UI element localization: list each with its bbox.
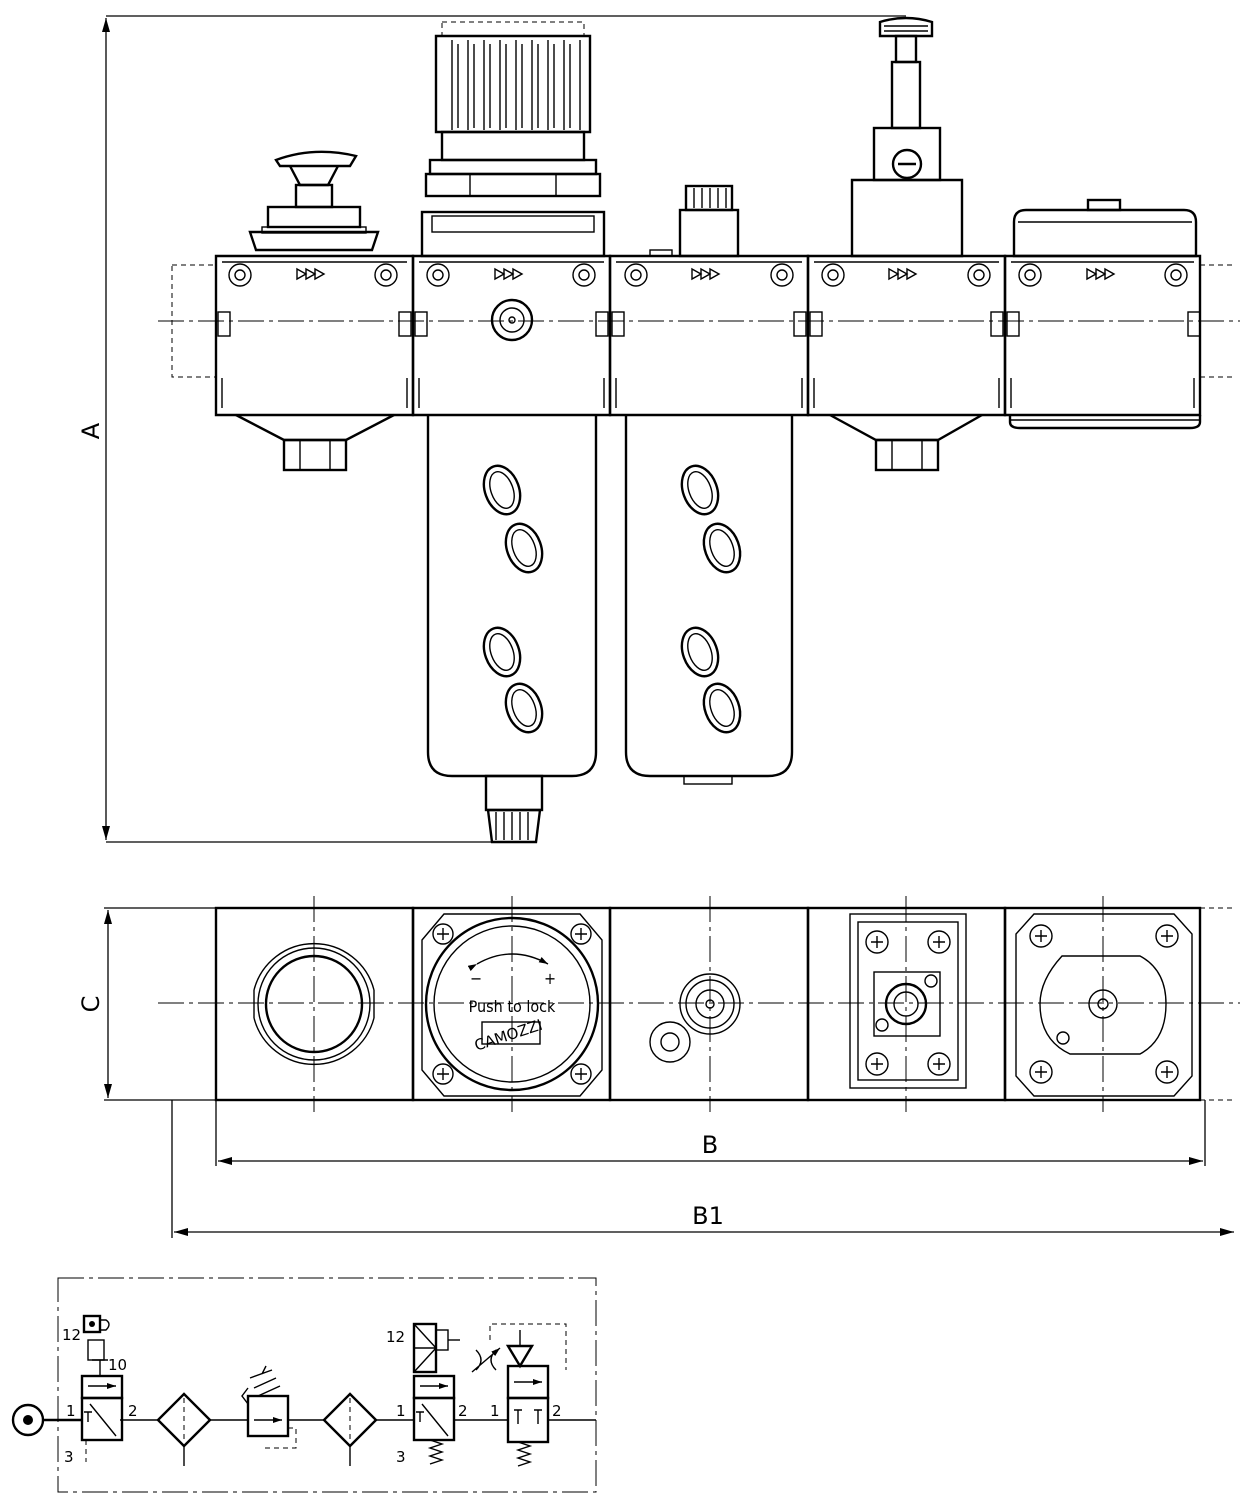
filter-symbol-2 — [322, 1392, 414, 1466]
regulator — [420, 21, 606, 342]
manual-valve-top — [253, 943, 375, 1065]
v3-port-1: 1 — [490, 1402, 500, 1420]
v2-port-3: 3 — [396, 1448, 406, 1466]
dimension-b1: B1 — [171, 1100, 1234, 1238]
v2-port-12: 12 — [386, 1328, 405, 1346]
solenoid-valve-top — [849, 913, 967, 1089]
filter-symbol-1 — [156, 1392, 248, 1466]
dimension-a: A — [77, 15, 906, 843]
v1-port-12: 12 — [62, 1326, 81, 1344]
pneumatic-schematic: 12 10 1 2 3 — [11, 1277, 597, 1493]
manual-valve-symbol: 12 10 1 2 3 — [62, 1314, 158, 1466]
flow-arrows — [296, 267, 1116, 281]
knob-plus: + — [544, 969, 556, 988]
screw-holes — [228, 263, 1188, 287]
knob-label: Push to lock — [469, 997, 556, 1016]
lubricator — [624, 184, 794, 785]
label-b1: B1 — [692, 1202, 724, 1230]
v3-port-2: 2 — [552, 1402, 562, 1420]
dimension-b: B — [215, 1100, 1206, 1166]
soft-start-valve — [1008, 198, 1202, 430]
soft-start-symbol: 1 2 — [489, 1323, 596, 1467]
v2-port-1: 1 — [396, 1402, 406, 1420]
knob-minus: − — [470, 969, 482, 988]
dimension-c: C — [77, 907, 216, 1101]
manual-valve — [235, 150, 395, 472]
v1-port-10: 10 — [108, 1356, 127, 1374]
filter-bowl-1 — [426, 415, 598, 844]
solenoid-valve — [829, 16, 983, 472]
v1-port-1: 1 — [66, 1402, 76, 1420]
label-b: B — [702, 1131, 718, 1159]
label-c: C — [77, 996, 105, 1013]
v2-port-2: 2 — [458, 1402, 468, 1420]
top-view: C − + Push to lock CAMOZZI — [77, 896, 1240, 1238]
front-view: A — [77, 15, 1240, 844]
solenoid-valve-symbol: 12 1 2 3 — [386, 1322, 508, 1466]
v1-port-2: 2 — [128, 1402, 138, 1420]
label-a: A — [77, 422, 105, 439]
v1-port-3: 3 — [64, 1448, 74, 1466]
lubricator-top — [649, 973, 741, 1063]
soft-start-top — [1015, 913, 1193, 1097]
regulator-symbol — [241, 1365, 324, 1449]
module-bodies — [214, 254, 1202, 417]
